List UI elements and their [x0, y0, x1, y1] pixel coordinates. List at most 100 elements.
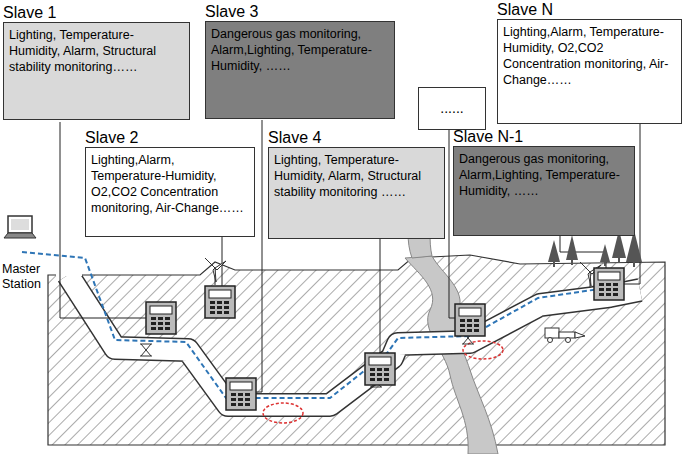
control-unit-key	[224, 301, 229, 304]
control-unit-key	[467, 324, 472, 327]
control-unit-screen	[209, 290, 231, 298]
slave-station: Slave 1 Lighting, Temperature-Humidity, A…	[3, 3, 190, 120]
control-unit-body	[146, 302, 176, 334]
control-unit-key	[238, 403, 243, 406]
control-unit-key	[474, 319, 479, 322]
control-unit-key	[377, 373, 382, 376]
station-box: Lighting,Alarm, Temperature-Humidity, O2…	[497, 19, 682, 124]
function-list: Lighting,Alarm, Temperature-Humidity, O2…	[91, 152, 249, 216]
control-unit-key	[224, 306, 229, 309]
control-unit-key	[217, 311, 222, 314]
control-unit-key	[231, 393, 236, 396]
control-unit-key	[158, 327, 163, 330]
control-unit-key	[384, 373, 389, 376]
control-unit-key	[210, 301, 215, 304]
slave-station: Slave 2 Lighting,Alarm, Temperature-Humid…	[85, 128, 255, 237]
station-heading: Slave N	[497, 0, 682, 19]
control-unit-key	[613, 293, 618, 296]
slave-station: Slave 4 Lighting, Temperature-Humidity, A…	[268, 128, 445, 239]
control-unit-key	[165, 327, 170, 330]
control-unit-key	[474, 329, 479, 332]
slave-station: ......	[418, 87, 486, 130]
station-box: Lighting, Temperature-Humidity, Alarm, S…	[268, 147, 445, 239]
station-box: Lighting, Temperature-Humidity, Alarm, S…	[3, 22, 190, 120]
control-unit-body	[365, 353, 395, 385]
control-unit-key	[613, 288, 618, 291]
control-unit-body	[226, 378, 256, 410]
station-box: Dangerous gas monitoring, Alarm,Lighting…	[453, 146, 635, 236]
communication-bus	[22, 252, 606, 398]
control-unit-key	[238, 393, 243, 396]
station-label: Master Station	[2, 262, 50, 292]
control-unit-screen	[369, 357, 391, 365]
control-unit-key	[370, 378, 375, 381]
function-list: Lighting, Temperature-Humidity, Alarm, S…	[9, 27, 184, 75]
control-unit-key	[599, 283, 604, 286]
control-unit-key	[460, 324, 465, 327]
control-unit-body	[594, 268, 624, 300]
control-unit-key	[377, 368, 382, 371]
tunnel-outline	[68, 275, 640, 405]
control-unit-key	[613, 283, 618, 286]
station-heading: Slave 1	[3, 3, 190, 22]
laptop-icon	[4, 216, 36, 238]
control-unit-key	[231, 403, 236, 406]
control-unit-key	[599, 288, 604, 291]
mine-vehicle	[545, 328, 585, 343]
tunnel	[68, 275, 640, 405]
wind-turbine	[205, 258, 601, 288]
control-unit-body	[455, 304, 485, 336]
control-unit-key	[467, 319, 472, 322]
control-unit-key	[384, 378, 389, 381]
ground-region	[48, 255, 665, 445]
control-unit-key	[377, 378, 382, 381]
control-unit-key	[606, 288, 611, 291]
station-heading: Slave 3	[205, 2, 395, 21]
control-unit-key	[151, 327, 156, 330]
station-heading: Slave 4	[268, 128, 445, 147]
station-box: Lighting,Alarm, Temperature-Humidity, O2…	[85, 147, 255, 237]
function-list: Dangerous gas monitoring, Alarm,Lighting…	[211, 26, 389, 74]
control-unit-key	[460, 329, 465, 332]
control-unit-key	[224, 311, 229, 314]
function-list: Lighting, Temperature-Humidity, Alarm, S…	[274, 152, 439, 200]
control-unit-key	[245, 403, 250, 406]
control-unit-key	[151, 322, 156, 325]
control-unit-screen	[598, 272, 620, 280]
support-frame	[140, 332, 474, 387]
control-unit-key	[217, 301, 222, 304]
station-heading: Slave N-1	[453, 127, 635, 146]
control-unit-key	[210, 306, 215, 309]
function-list: Dangerous gas monitoring, Alarm,Lighting…	[459, 151, 629, 199]
station-box: Dangerous gas monitoring, Alarm,Lighting…	[205, 21, 395, 119]
control-unit-key	[474, 324, 479, 327]
control-unit-key	[370, 368, 375, 371]
control-unit-key	[165, 317, 170, 320]
control-unit	[146, 268, 624, 410]
control-unit-screen	[150, 306, 172, 314]
control-unit-key	[384, 368, 389, 371]
control-unit-key	[245, 393, 250, 396]
hazard-zone	[263, 403, 303, 423]
placeholder-text: ......	[424, 100, 480, 116]
control-unit-screen	[459, 308, 481, 316]
control-unit-key	[165, 322, 170, 325]
slave-station: Slave 3 Dangerous gas monitoring, Alarm,L…	[205, 2, 395, 119]
control-unit-key	[210, 311, 215, 314]
leader-line	[60, 120, 640, 392]
control-unit-screen	[230, 382, 252, 390]
control-unit-key	[238, 398, 243, 401]
station-box: ......	[418, 87, 486, 130]
control-unit-key	[245, 398, 250, 401]
control-unit-key	[599, 293, 604, 296]
control-unit-key	[158, 322, 163, 325]
slave-station: Slave N-1Dangerous gas monitoring, Alarm…	[453, 127, 635, 236]
control-unit-key	[217, 306, 222, 309]
slave-station: Slave NLighting,Alarm, Temperature-Humid…	[497, 0, 682, 124]
station-heading: Slave 2	[85, 128, 255, 147]
control-unit-key	[151, 317, 156, 320]
control-unit-key	[370, 373, 375, 376]
control-unit-key	[460, 319, 465, 322]
control-unit-body	[205, 286, 235, 318]
control-unit-key	[606, 293, 611, 296]
